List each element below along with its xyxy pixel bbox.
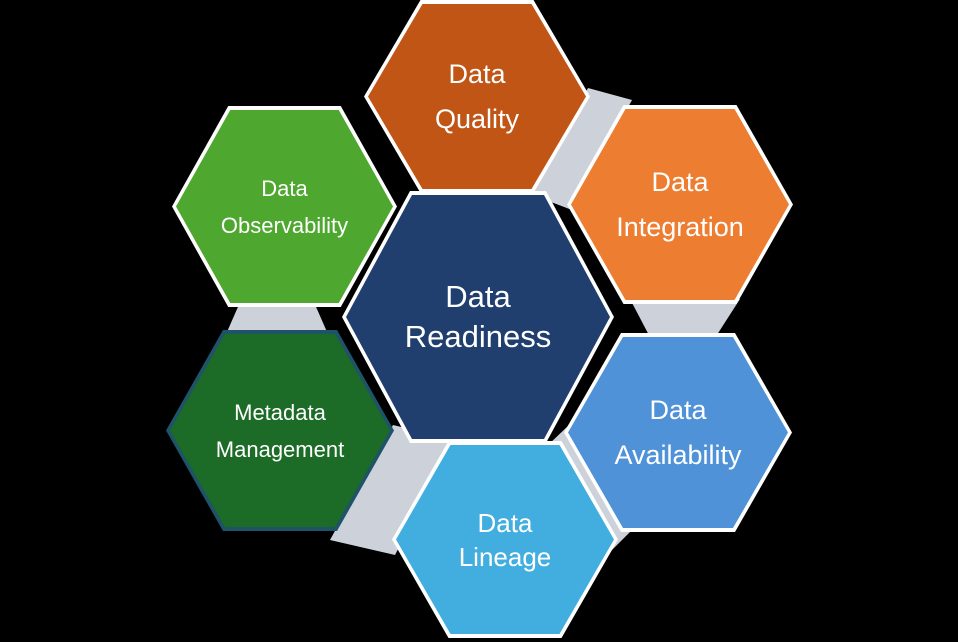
label-line: Data [649,394,707,425]
hexagon-data-integration: Data Integration [567,105,793,304]
hexagon-data-readiness-label: Data Readiness [342,191,614,443]
hexagon-data-availability-fill [568,337,788,528]
label-line: Readiness [404,319,552,354]
label-line: Data [651,166,709,197]
label-line: Observability [220,212,349,238]
connector-quality-integration [530,88,632,210]
hexagon-data-availability-label: Data Availability [564,333,792,532]
connector-lineage-metadata [330,425,455,555]
label-line: Data [445,279,511,314]
label-line: Quality [434,103,520,134]
connector-integration-availability [630,299,740,341]
hexagon-data-availability: Data Availability [564,333,792,532]
label-line: Metadata [234,399,326,425]
label-line: Data [261,175,308,201]
hexagon-data-lineage-label: Data Lineage [392,441,618,638]
hexagon-data-integration-label: Data Integration [567,105,793,304]
hexagon-data-quality-label: Data Quality [364,0,590,193]
label-line: Data [448,58,506,89]
hexagon-data-observability: Data Observability [172,106,397,307]
label-line: Lineage [458,541,552,572]
hexagon-metadata-management: Metadata Management [166,330,394,531]
label-line: Availability [614,439,742,470]
hexagon-metadata-management-label: Metadata Management [166,330,394,531]
hexagon-data-lineage: Data Lineage [392,441,618,638]
hexagon-data-observability-label: Data Observability [172,106,397,307]
label-line: Data [477,507,533,538]
hexagon-data-readiness: Data Readiness [342,191,614,443]
label-line: Management [215,436,345,462]
hexagon-data-quality: Data Quality [364,0,590,193]
label-line: Integration [616,211,744,242]
